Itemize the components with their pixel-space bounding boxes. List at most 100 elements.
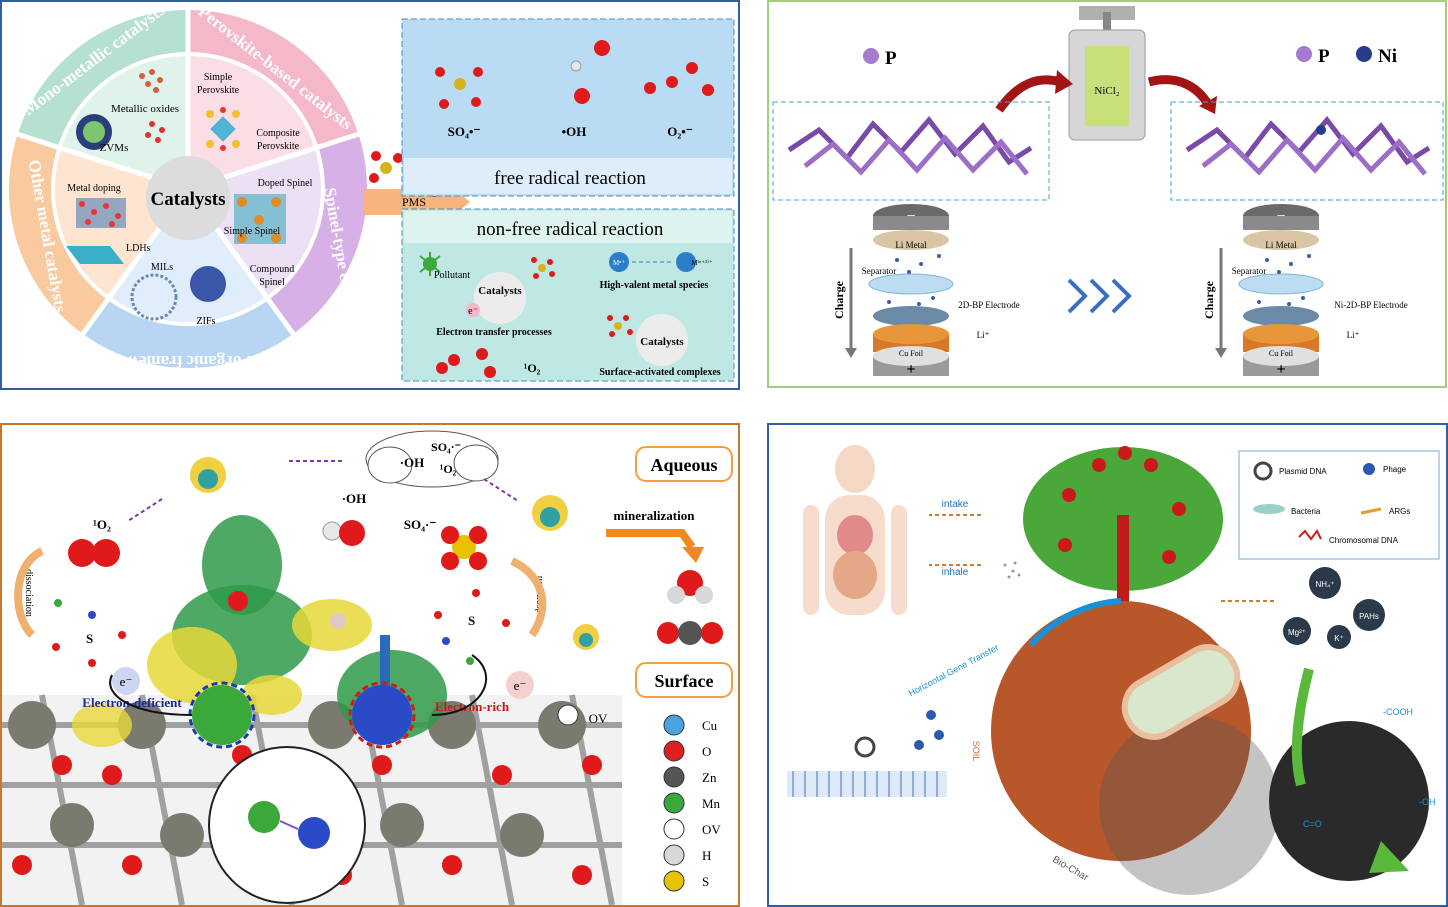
electron-bubble bbox=[466, 303, 480, 317]
cell-right-li-ion: Li⁺ bbox=[1347, 330, 1360, 340]
ni-atom-legend bbox=[1356, 46, 1372, 62]
pms-structure-right: S bbox=[434, 589, 510, 665]
legend-swatch-h bbox=[663, 844, 685, 866]
legend-phage-icon bbox=[1363, 463, 1375, 475]
label-zvms: ZVMs bbox=[100, 142, 129, 154]
center-label: Catalysts bbox=[151, 189, 226, 210]
legend-swatch-s bbox=[663, 870, 685, 892]
label-doped-spinel: Doped Spinel bbox=[258, 178, 313, 189]
biochar-panel: intake inhale SOIL Bio-Char Horizontal G… bbox=[767, 423, 1448, 907]
charge-label-left: Charge bbox=[832, 280, 846, 319]
electron-rich-label: Electron-rich bbox=[435, 699, 510, 714]
cloud-oh: ·OH bbox=[400, 455, 425, 470]
particles bbox=[1003, 561, 1021, 579]
catalyst-sphere-b bbox=[636, 314, 688, 366]
legend-chromosomal-icon bbox=[1298, 529, 1322, 541]
svg-text:S: S bbox=[86, 631, 93, 646]
ion-pahs: PAHs bbox=[1359, 612, 1379, 621]
mn-active-site bbox=[192, 685, 252, 745]
cloud-o2: ¹O₂ bbox=[440, 462, 457, 476]
dissociation-arrow bbox=[14, 547, 45, 638]
transformation-chevrons bbox=[1067, 278, 1132, 314]
label-mils: MILs bbox=[151, 262, 173, 273]
electron-path-left bbox=[109, 674, 193, 716]
dissociation-label: dissociation bbox=[23, 569, 34, 617]
surface-label: Surface bbox=[655, 671, 714, 691]
legend-label-ov: OV bbox=[702, 822, 721, 837]
adsorption-arrow bbox=[510, 557, 547, 638]
soil-label: SOIL bbox=[971, 741, 981, 762]
cell-left-li-ion: Li⁺ bbox=[977, 330, 990, 340]
label-composite-perovskite-1: Composite bbox=[256, 128, 300, 139]
legend-label-zn: Zn bbox=[702, 770, 717, 785]
cell-right-positive: + bbox=[1276, 361, 1285, 378]
battery-cell-left bbox=[868, 204, 954, 376]
arrow-to-reactor bbox=[995, 75, 1063, 113]
bp-zoom-box-left bbox=[772, 101, 1050, 201]
arrow-from-reactor bbox=[1147, 75, 1213, 109]
surface-pms-molecule bbox=[607, 315, 633, 337]
bp-structure-left bbox=[787, 116, 1033, 166]
ion-spheres bbox=[1283, 567, 1385, 649]
electron-left: e⁻ bbox=[120, 674, 133, 689]
cell-right-separator: Separator bbox=[1232, 266, 1266, 276]
li-ions-left bbox=[887, 254, 941, 306]
legend-bacteria-icon bbox=[1253, 504, 1285, 514]
battery-diagram: P P Ni NiCl₂ − Li Metal Separator 2D-BP … bbox=[772, 6, 1444, 378]
bp-structure-right bbox=[1185, 116, 1431, 166]
metal-low-label: Mⁿ⁺ bbox=[613, 259, 625, 267]
cell-left-cu-foil: Cu Foil bbox=[899, 349, 924, 358]
cooh-label: -COOH bbox=[1383, 707, 1413, 717]
li-ions-right bbox=[1257, 254, 1311, 306]
reactor-label: NiCl₂ bbox=[1094, 85, 1119, 97]
mono-structures bbox=[76, 69, 165, 150]
cell-right-cu-foil: Cu Foil bbox=[1269, 349, 1294, 358]
legend-plasmid: Plasmid DNA bbox=[1279, 467, 1327, 476]
cell-left-li-metal: Li Metal bbox=[895, 240, 927, 250]
label-metal-doping: Metal doping bbox=[67, 183, 121, 194]
p-atom-legend-right bbox=[1296, 46, 1312, 62]
green-arrow bbox=[1291, 667, 1314, 787]
singlet-oxygen-molecules bbox=[436, 348, 496, 378]
electron-right: e⁻ bbox=[514, 678, 527, 693]
electron-bubble-right bbox=[506, 671, 534, 699]
surface-diagram: Electron-deficient Electron-rich e⁻ e⁻ O… bbox=[2, 430, 733, 905]
catalyst-diagram: Catalysts Mono-metallic catalysts Perovs… bbox=[7, 2, 735, 382]
pms-small-molecule bbox=[531, 257, 555, 279]
legend-swatch-mn bbox=[663, 792, 685, 814]
oh-molecule bbox=[322, 520, 365, 546]
metal-high-icon bbox=[676, 252, 696, 272]
inhale-label: inhale bbox=[942, 567, 969, 578]
bp-zoom-box-right bbox=[1170, 101, 1444, 201]
center-circle bbox=[146, 156, 230, 240]
ion-k: K⁺ bbox=[1334, 634, 1344, 643]
biochar-particle bbox=[1269, 721, 1429, 881]
autoclave-reactor bbox=[1068, 6, 1146, 141]
surface-box bbox=[635, 662, 733, 698]
electron-bubble-left bbox=[112, 667, 140, 695]
legend-bacteria: Bacteria bbox=[1291, 507, 1321, 516]
so4-radical-molecule bbox=[435, 67, 483, 109]
mineralization-arrow bbox=[606, 529, 696, 550]
mil-structure bbox=[130, 273, 178, 321]
legend-swatch-zn bbox=[663, 766, 685, 788]
ov-site bbox=[557, 704, 579, 726]
ni-atom bbox=[1316, 125, 1326, 135]
cell-right-negative: − bbox=[1276, 208, 1285, 225]
biochar-label: Bio-Char bbox=[1050, 854, 1090, 884]
non-free-radical-header bbox=[404, 211, 732, 243]
species-so4: SO₄•⁻ bbox=[448, 124, 481, 139]
doping-structure bbox=[76, 198, 126, 228]
label-simple-perovskite-2: Perovskite bbox=[197, 85, 240, 96]
label-metallic-oxides: Metallic oxides bbox=[111, 103, 179, 115]
so4-label: SO₄·⁻ bbox=[404, 517, 437, 532]
cloud-so4: SO₄·⁻ bbox=[431, 440, 461, 454]
label-composite-perovskite-2: Perovskite bbox=[257, 141, 300, 152]
legend-label-h: H bbox=[702, 848, 711, 863]
legend-swatch-ov bbox=[663, 818, 685, 840]
surface-complex-label: Surface-activated complexes bbox=[599, 367, 720, 378]
singlet-oxygen-label: ¹O₂ bbox=[524, 361, 541, 375]
battery-panel: P P Ni NiCl₂ − Li Metal Separator 2D-BP … bbox=[767, 0, 1447, 388]
electron-transfer-label: Electron transfer processes bbox=[436, 327, 552, 338]
